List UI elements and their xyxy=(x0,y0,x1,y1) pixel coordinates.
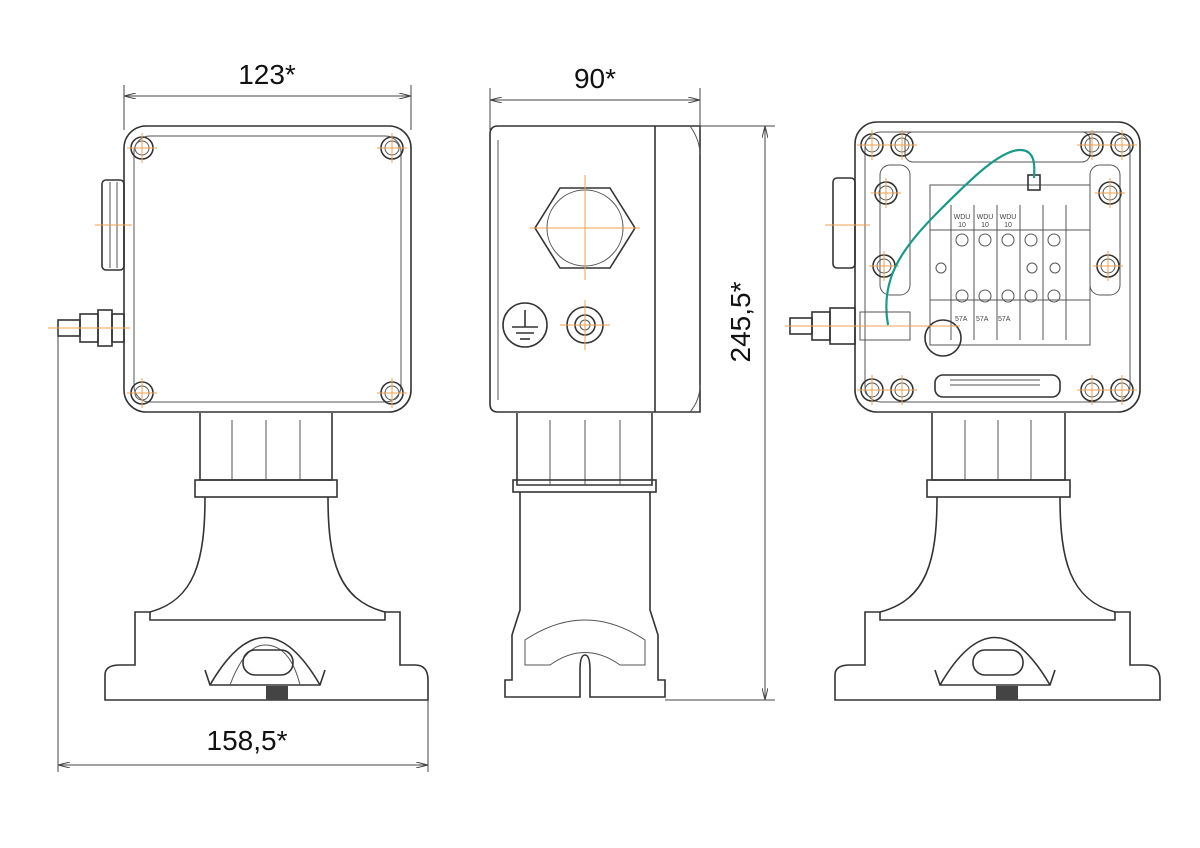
terminal-label: WDU xyxy=(1000,214,1017,221)
ground-wire xyxy=(885,148,1036,326)
screw-icon xyxy=(1106,374,1138,406)
dimension-label: 245,5* xyxy=(725,281,756,362)
terminal-label: 10 xyxy=(1004,222,1012,229)
screw-icon xyxy=(126,377,158,409)
terminal-label: 57A xyxy=(955,316,968,323)
terminal-label: 10 xyxy=(981,222,989,229)
screw-icon xyxy=(886,129,918,161)
ground-symbol-icon xyxy=(502,302,548,348)
screw-icon xyxy=(868,250,900,282)
terminal-label: WDU xyxy=(954,214,971,221)
screw-icon xyxy=(376,132,408,164)
screw-icon xyxy=(1076,374,1108,406)
dimension-width: 123* xyxy=(123,59,412,130)
dimension-label: 123* xyxy=(238,59,296,90)
dimension-depth: 90* xyxy=(489,63,701,130)
screw-icon xyxy=(870,177,902,209)
terminal-label: 57A xyxy=(998,316,1011,323)
front-view xyxy=(48,125,429,701)
terminal-label: WDU xyxy=(977,214,994,221)
screw-icon xyxy=(856,374,888,406)
screw-icon xyxy=(886,374,918,406)
dimension-height: 245,5* xyxy=(665,125,775,701)
terminal-label: 57A xyxy=(976,316,989,323)
screw-icon xyxy=(856,129,888,161)
terminal-block: WDU 10 WDU 10 WDU 10 57A 57A 57A xyxy=(929,184,1091,346)
cable-gland xyxy=(48,309,130,347)
screw-icon xyxy=(126,132,158,164)
screw-icon xyxy=(1092,250,1124,282)
dimension-label: 158,5* xyxy=(207,725,288,756)
terminal-label: 10 xyxy=(958,222,966,229)
open-view: WDU 10 WDU 10 WDU 10 57A 57A 57A xyxy=(785,121,1161,701)
dimension-label: 90* xyxy=(574,63,616,94)
screw-icon xyxy=(1106,129,1138,161)
screw-icon xyxy=(376,377,408,409)
side-view xyxy=(489,125,701,698)
screw-icon xyxy=(1076,129,1108,161)
dimension-base-width: 158,5* xyxy=(57,330,429,772)
